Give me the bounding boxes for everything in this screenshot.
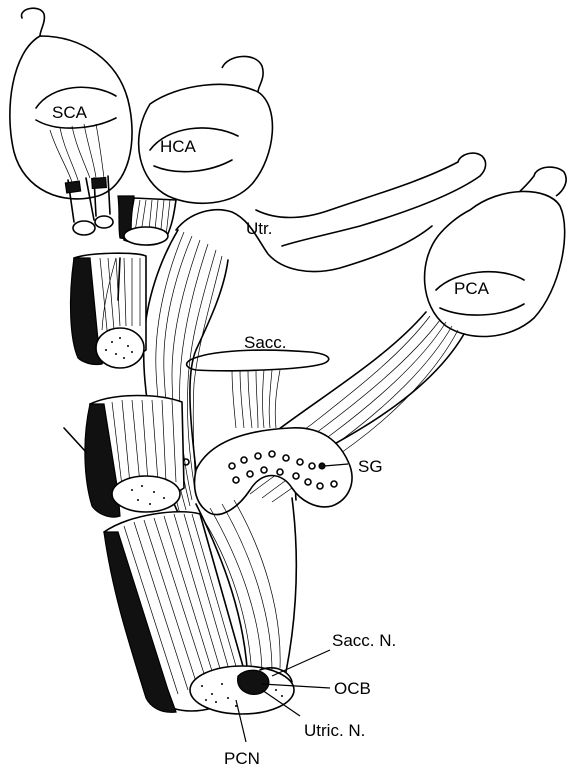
label-sca: SCA (52, 103, 88, 122)
label-sg: SG (358, 457, 383, 476)
saccule (187, 350, 329, 428)
label-sacc: Sacc. (244, 333, 287, 352)
label-pcn: PCN (224, 749, 260, 768)
label-pca: PCA (454, 279, 490, 298)
label-sacc-n: Sacc. N. (332, 631, 396, 650)
nerve-segment-upper (71, 253, 146, 368)
vestibular-nerve-trunk (104, 498, 296, 714)
label-hca: HCA (160, 137, 197, 156)
posterior-canal-ampulla (425, 191, 565, 336)
label-utric-n: Utric. N. (304, 721, 365, 740)
nerve-segment-middle (64, 396, 184, 518)
label-utr: Utr. (246, 219, 272, 238)
label-ocb: OCB (334, 679, 371, 698)
sacc-n-leader (272, 650, 330, 676)
